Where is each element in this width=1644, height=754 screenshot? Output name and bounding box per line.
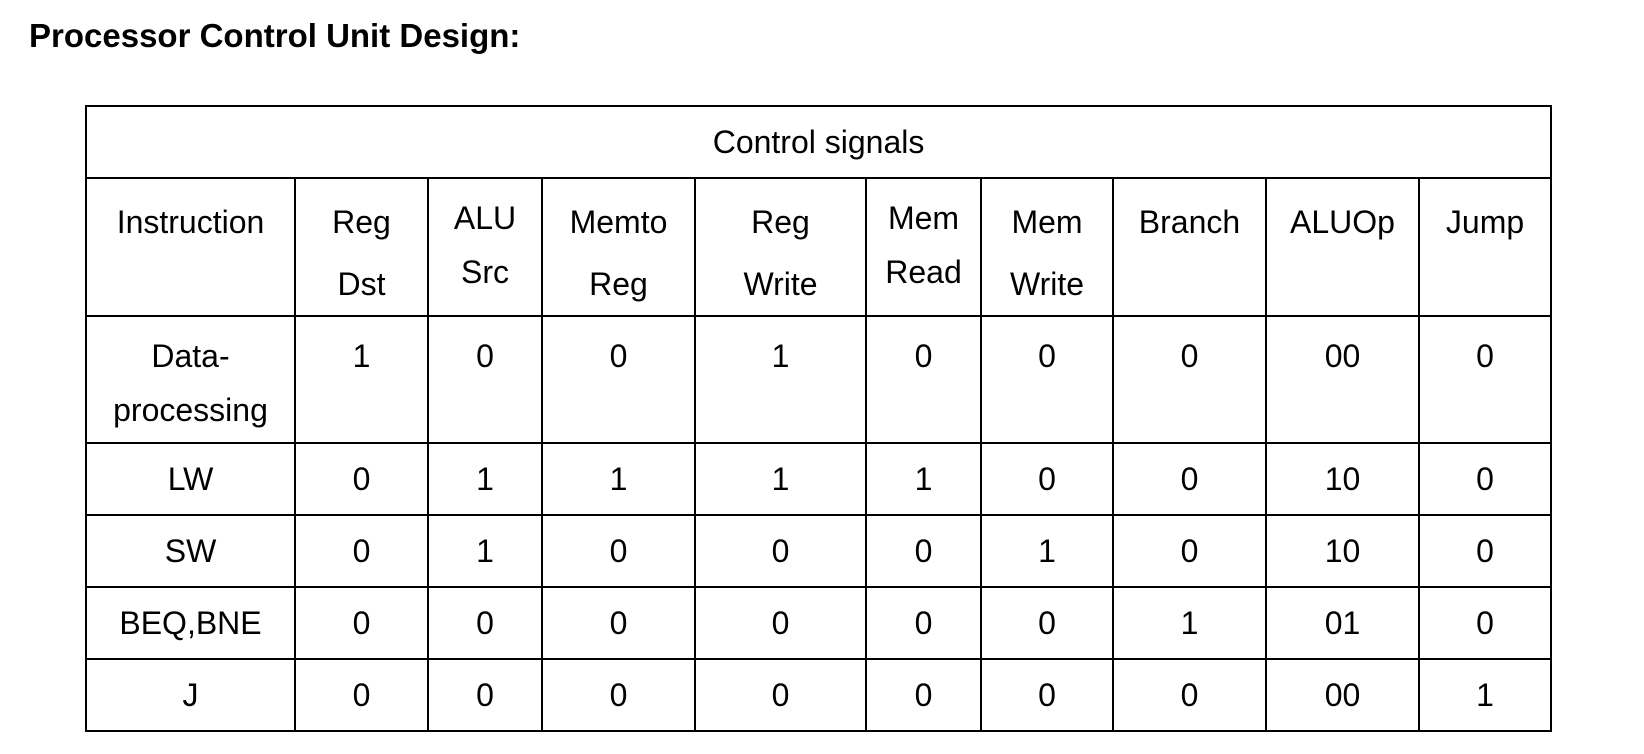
header-branch: Branch: [1112, 177, 1267, 317]
cell-jump: 0: [1417, 442, 1553, 516]
page-title: Processor Control Unit Design:: [29, 17, 521, 54]
cell-reg-write: 0: [694, 586, 867, 660]
cell-memto-reg: 1: [541, 442, 696, 516]
table-row: Data-processing 1 0 0 1 0 0 0 00 0: [85, 315, 1553, 444]
header-line: Reg: [589, 266, 648, 302]
cell-mem-read: 0: [865, 658, 982, 732]
header-line: Jump: [1445, 204, 1525, 240]
cell-alu-src: 1: [427, 514, 543, 588]
cell-jump: 0: [1417, 315, 1553, 444]
cell-memto-reg: 0: [541, 586, 696, 660]
header-line: Reg: [751, 204, 810, 240]
table-caption: Control signals: [84, 105, 1553, 179]
cell-alu-src: 1: [427, 442, 543, 516]
cell-reg-dst: 0: [294, 514, 429, 588]
cell-branch: 0: [1112, 658, 1267, 732]
cell-memto-reg: 0: [541, 514, 696, 588]
cell-instruction: BEQ,BNE: [85, 586, 296, 660]
cell-jump: 1: [1417, 658, 1553, 732]
cell-reg-dst: 0: [294, 442, 429, 516]
cell-alu-src: 0: [427, 315, 543, 444]
header-line: Mem: [1011, 204, 1083, 240]
cell-alu-src: 0: [427, 658, 543, 732]
cell-aluop: 00: [1265, 315, 1420, 444]
cell-aluop: 01: [1265, 586, 1420, 660]
header-line: Reg: [332, 204, 391, 240]
cell-mem-write: 0: [980, 315, 1114, 444]
table-row: BEQ,BNE 0 0 0 0 0 0 1 01 0: [85, 586, 1553, 660]
cell-branch: 0: [1112, 442, 1267, 516]
cell-mem-write: 0: [980, 658, 1114, 732]
cell-aluop: 10: [1265, 514, 1420, 588]
header-line: Src: [461, 254, 509, 290]
cell-line: processing: [113, 392, 268, 428]
cell-mem-read: 0: [865, 586, 982, 660]
header-line: Dst: [337, 266, 386, 302]
cell-alu-src: 0: [427, 586, 543, 660]
cell-mem-read: 0: [865, 514, 982, 588]
header-line: Memto: [569, 204, 668, 240]
cell-mem-read: 0: [865, 315, 982, 444]
cell-mem-read: 1: [865, 442, 982, 516]
cell-reg-write: 0: [694, 658, 867, 732]
header-line: Write: [1009, 266, 1085, 302]
cell-instruction: LW: [85, 442, 296, 516]
table-row: SW 0 1 0 0 0 1 0 10 0: [85, 514, 1553, 588]
cell-branch: 0: [1112, 514, 1267, 588]
cell-branch: 0: [1112, 315, 1267, 444]
table-row: LW 0 1 1 1 1 0 0 10 0: [85, 442, 1553, 516]
header-line: ALUOp: [1290, 204, 1395, 240]
cell-reg-write: 1: [694, 315, 867, 444]
cell-instruction: J: [85, 658, 296, 732]
cell-aluop: 10: [1265, 442, 1420, 516]
cell-mem-write: 0: [980, 442, 1114, 516]
cell-memto-reg: 0: [541, 658, 696, 732]
cell-reg-dst: 0: [294, 586, 429, 660]
cell-aluop: 00: [1265, 658, 1420, 732]
header-line: Write: [743, 266, 818, 302]
header-instruction: Instruction: [85, 177, 296, 317]
header-line: Branch: [1138, 204, 1241, 240]
cell-jump: 0: [1417, 514, 1553, 588]
header-line: Read: [885, 254, 962, 290]
header-aluop: ALUOp: [1265, 177, 1420, 317]
cell-branch: 1: [1112, 586, 1267, 660]
header-line: Instruction: [116, 204, 265, 240]
cell-reg-dst: 1: [294, 315, 429, 444]
cell-mem-write: 0: [980, 586, 1114, 660]
cell-reg-dst: 0: [294, 658, 429, 732]
cell-reg-write: 0: [694, 514, 867, 588]
table-caption-row: Control signals: [84, 105, 1553, 179]
header-line: ALU: [453, 200, 517, 236]
header-jump: Jump: [1417, 177, 1553, 317]
cell-mem-write: 1: [980, 514, 1114, 588]
cell-line: Data-: [151, 338, 230, 374]
cell-instruction: SW: [85, 514, 296, 588]
cell-reg-write: 1: [694, 442, 867, 516]
header-line: Mem: [887, 200, 960, 236]
cell-instruction: Data-processing: [85, 315, 296, 444]
header-alu-src: ALU Src: [427, 177, 543, 317]
cell-memto-reg: 0: [541, 315, 696, 444]
cell-jump: 0: [1417, 586, 1553, 660]
table-row: J 0 0 0 0 0 0 0 00 1: [85, 658, 1553, 732]
